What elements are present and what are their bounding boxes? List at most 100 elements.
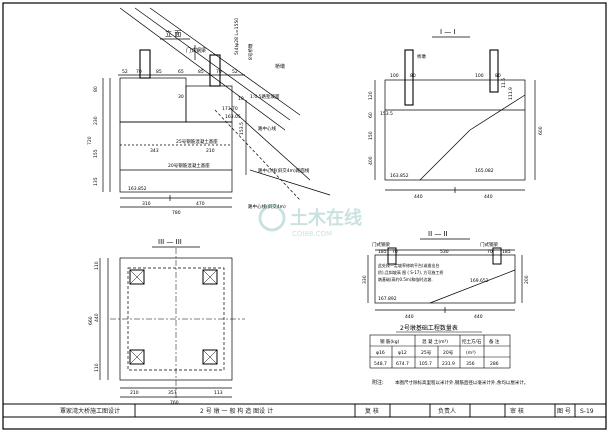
- title-no-value: S-19: [580, 408, 594, 415]
- elev-label-20: 20号钢筋混凝土基座: [168, 162, 210, 169]
- sec2-dim-top-5: 185: [502, 249, 511, 255]
- sec1-dim-left-4: 400: [368, 156, 374, 165]
- elev-label-343: 343: [150, 148, 159, 154]
- notes-label: 附注:: [372, 379, 384, 386]
- elev-label-10: 10: [238, 96, 244, 102]
- qty-h2-5: (m³): [466, 350, 476, 356]
- sec1-dim-left-1: 120: [368, 91, 374, 100]
- sec3-bottom-total: 760: [170, 400, 179, 406]
- qty-cell-3: 105.7: [419, 361, 432, 367]
- elev-dim-left-1: 80: [93, 86, 99, 92]
- sec2-dim-top-1: 185: [378, 249, 387, 255]
- elev-mid: 163.05: [225, 114, 241, 120]
- sec2-dim-top-2: 70: [392, 249, 398, 255]
- qty-cell-4: 231.9: [442, 361, 455, 367]
- elevation-rod: 5(4)φ28 L=1550: [234, 18, 240, 55]
- title-block: [3, 403, 606, 418]
- sec3-dim-left-2: 440: [94, 313, 100, 322]
- qty-cell-6: 286: [490, 361, 499, 367]
- section-2-2-view: [367, 247, 523, 313]
- qty-h1-3: 挖土方/石: [462, 338, 482, 345]
- watermark-url: COI88.COM: [292, 230, 332, 238]
- elev-dim-left-3: 155: [93, 149, 99, 158]
- section-3-title: III — III: [158, 238, 182, 246]
- qty-h2-2: φ12: [398, 350, 407, 356]
- elev-dim-top-5: 85: [198, 69, 204, 75]
- qty-cell-2: 674.7: [396, 361, 409, 367]
- title-drawing: 2 号 墩 一 般 构 造 图设 计: [200, 407, 273, 415]
- elev-label-25: 25号钢筋混凝土基座: [176, 138, 218, 145]
- qty-h2-3: 25号: [421, 350, 432, 356]
- section-1-1-view: [374, 49, 536, 193]
- sec2-note-1: 此处按一定坡率修筑平台(或凿出台: [378, 262, 440, 268]
- qty-cell-1: 548.7: [374, 361, 387, 367]
- sec3-dim-left-1: 110: [94, 261, 100, 270]
- qty-cell-5: 356: [466, 361, 475, 367]
- sec1-dim-top-2: 80: [410, 73, 416, 79]
- elev-side-153: 153.5: [239, 122, 245, 135]
- title-review: 审 核: [510, 407, 524, 415]
- sec1-dim-top-4: 80: [495, 73, 501, 79]
- sec3-bottom-dim-2: 357: [168, 390, 177, 396]
- elev-bottom-dim-1: 310: [142, 201, 151, 207]
- elevation-view: [102, 7, 331, 208]
- elev-dim-top-2: 70: [136, 69, 142, 75]
- sec1-label: 桥墩: [417, 53, 426, 60]
- elevation-pier-label: 桥墩: [275, 63, 285, 70]
- sec2-elev-l: 167.892: [378, 296, 397, 302]
- sec2-note-3: 墩基础(高约0.5m)和临时边坡.: [378, 276, 433, 282]
- qty-h1-4: 备 注: [489, 338, 500, 345]
- elevation-cap-rail: 门式钢梁: [186, 47, 206, 54]
- elev-label-210r: 210: [206, 148, 215, 154]
- elev-dim-left-4: 135: [93, 177, 99, 186]
- sec2-rail-l: 门式钢梁: [372, 241, 390, 248]
- sec1-dim-left-3: 150: [368, 131, 374, 140]
- watermark-name: 土木在线: [290, 207, 362, 229]
- title-no-label: 图 号: [557, 408, 571, 415]
- elev-slope-4: 路中心线(斜交4m)路面线: [258, 167, 310, 174]
- elev-slope-1: 路中心线: [258, 125, 276, 132]
- sec1-lbl-a: 11.5: [501, 78, 507, 88]
- sec1-dim-top-1: 100: [390, 73, 399, 79]
- elev-dim-top-6: 70: [216, 69, 222, 75]
- qty-h2-4: 20号: [443, 350, 454, 356]
- section-1-title: I — I: [440, 28, 456, 36]
- qty-table: [369, 334, 511, 369]
- elev-dim-top-1: 52: [122, 69, 128, 75]
- title-lead: 负责人: [438, 407, 456, 415]
- watermark: 土木在线 COI88.COM: [258, 204, 362, 238]
- elevation-pier-label2: 8号桥墩: [247, 43, 254, 60]
- elev-bottom-total: 780: [172, 210, 181, 216]
- sec2-bottom-dim-1: 440: [405, 314, 414, 320]
- elevation-title: 立 面: [165, 29, 181, 38]
- sec1-lbl-b: 111.9: [508, 87, 514, 100]
- sec1-elev-r: 165.082: [475, 168, 494, 174]
- elev-dim-left-2: 230: [93, 116, 99, 125]
- elev-bottom: 163.852: [128, 186, 147, 192]
- sec1-bottom-dim-2: 440: [484, 194, 493, 200]
- sec1-dim-right: 600: [538, 126, 544, 135]
- sec2-rail-r: 门式钢梁: [480, 241, 498, 248]
- sec3-bottom-dim-3: 113: [214, 390, 223, 396]
- notes-text: 本图尺寸除标高里程以米计外,钢筋直径以毫米计外,余均以厘米计。: [395, 379, 528, 386]
- qty-h1-1: 钢 筋(kg): [380, 338, 400, 345]
- elev-dim-top-4: 65: [178, 69, 184, 75]
- elev-top: 173.70: [222, 106, 238, 112]
- elev-slope-2: 1:0.5路堑坡面: [250, 93, 280, 100]
- sec1-dim-left-2: 60: [368, 112, 374, 118]
- elev-slope-3: 路中心线(斜交4m): [248, 203, 286, 210]
- sec3-total-left: 660: [88, 316, 94, 325]
- sec2-dim-right: 200: [524, 275, 530, 284]
- sec1-elev-bottom: 163.852: [390, 173, 409, 179]
- sec2-dim-top-4: 70: [487, 249, 493, 255]
- sec1-dim-top-3: 100: [475, 73, 484, 79]
- sec3-bottom-dim-1: 210: [130, 390, 139, 396]
- sec2-bottom-dim-2: 440: [474, 314, 483, 320]
- qty-h1-2: 混 凝 土(m³): [422, 338, 448, 345]
- sec2-elev-r: 169.652: [470, 278, 489, 284]
- title-project: 覃家湾大桥施工图设计: [60, 407, 120, 415]
- elev-pier-top: 30: [178, 94, 184, 100]
